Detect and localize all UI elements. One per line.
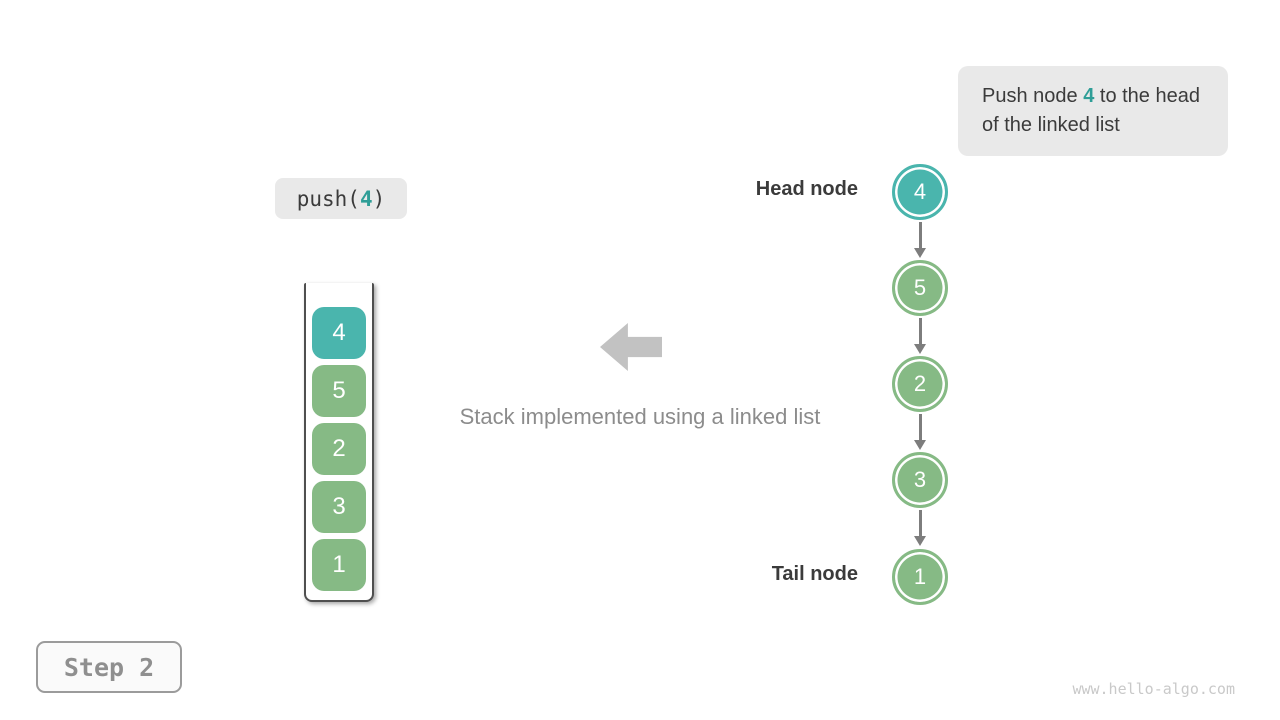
list-node-3: 3 — [892, 452, 948, 508]
link-arrow-icon — [914, 222, 926, 258]
tail-node-label: Tail node — [771, 563, 858, 585]
arrow-head — [914, 248, 926, 258]
link-arrow-icon — [914, 318, 926, 354]
arrow-shaft — [918, 414, 922, 441]
callout-push-node: Push node 4 to the head of the linked li… — [958, 66, 1228, 156]
list-node-2: 2 — [892, 356, 948, 412]
link-arrow-icon — [914, 414, 926, 450]
step-badge: Step 2 — [36, 641, 182, 693]
operation-prefix: push( — [296, 186, 360, 211]
stack-item-3: 3 — [312, 481, 366, 533]
arrow-head — [914, 536, 926, 546]
arrow-shaft — [918, 222, 922, 249]
callout-highlight-value: 4 — [1083, 85, 1095, 107]
stack-item-4: 4 — [312, 307, 366, 359]
watermark-text: www.hello-algo.com — [1072, 680, 1235, 698]
caption-text: Stack implemented using a linked list — [459, 404, 821, 429]
operation-arg: 4 — [359, 186, 373, 211]
callout-text-prefix: Push node — [982, 85, 1084, 107]
arrow-head — [914, 344, 926, 354]
head-node-label: Head node — [755, 178, 858, 200]
list-node-5: 5 — [892, 260, 948, 316]
stack-container: 4 5 2 3 1 — [304, 283, 374, 602]
callout-text-suffix: to the head of the linked list — [982, 85, 1200, 136]
arrow-head — [914, 440, 926, 450]
operation-suffix: ) — [372, 186, 386, 211]
stack-item-2: 2 — [312, 423, 366, 475]
list-node-4: 4 — [892, 164, 948, 220]
arrow-shaft — [918, 510, 922, 537]
list-node-1: 1 — [892, 549, 948, 605]
operation-label: push(4) — [275, 178, 407, 219]
stack-item-1: 1 — [312, 539, 366, 591]
left-block-arrow-icon — [600, 323, 662, 371]
link-arrow-icon — [914, 510, 926, 546]
stack-item-5: 5 — [312, 365, 366, 417]
arrow-shaft — [918, 318, 922, 345]
